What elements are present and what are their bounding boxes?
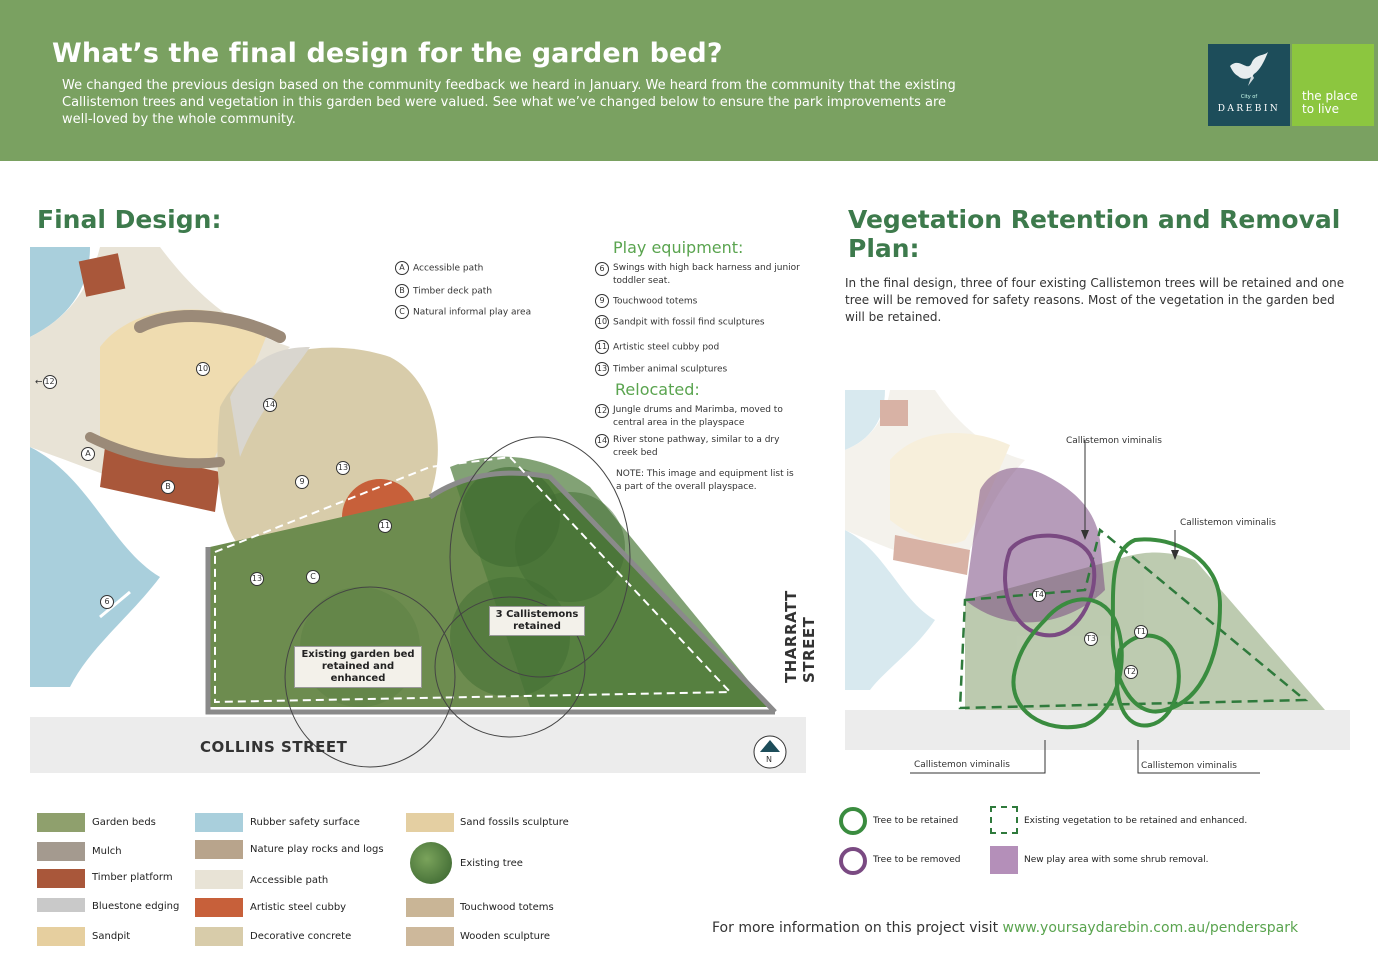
legend-accessible-path: Accessible path xyxy=(250,875,329,886)
swatch-accessible-path xyxy=(195,870,243,889)
logo-small-text: City of xyxy=(1240,94,1258,100)
footer-text: For more information on this project vis… xyxy=(712,920,999,936)
relocated-heading: Relocated: xyxy=(615,380,700,399)
swatch-timber-platform xyxy=(37,869,85,888)
key-existing-veg-swatch xyxy=(990,806,1018,834)
swatch-decorative-concrete xyxy=(195,927,243,946)
marker-9: 9 xyxy=(295,475,313,490)
marker-14: 14 xyxy=(263,398,281,413)
play-equipment-heading: Play equipment: xyxy=(613,238,744,257)
legend-existing-tree: Existing tree xyxy=(460,858,523,869)
existing-tree-icon xyxy=(410,842,452,884)
marker-10: 10 xyxy=(196,362,214,377)
darebin-logo: City of DAREBIN xyxy=(1208,44,1290,126)
vegetation-intro: In the final design, three of four exist… xyxy=(845,276,1345,324)
footer-info: For more information on this project vis… xyxy=(712,920,1298,936)
marker-13-lower: 13 xyxy=(250,572,268,587)
callout-callistemon-1: Callistemon viminalis xyxy=(1066,436,1162,446)
tree-T4: T4 xyxy=(1032,588,1050,603)
legend-sand-fossils: Sand fossils sculpture xyxy=(460,817,569,828)
callout-callistemon-3: Callistemon viminalis xyxy=(914,760,1010,770)
swatch-garden-beds xyxy=(37,813,85,832)
callout-callistemon-2: Callistemon viminalis xyxy=(1180,518,1276,528)
legend-cubby: Artistic steel cubby xyxy=(250,902,347,913)
tharratt-street-label: THARRATT STREET xyxy=(782,590,818,683)
swatch-bluestone xyxy=(37,898,85,912)
key-tree-retained: Tree to be retained xyxy=(873,816,959,826)
final-design-title: Final Design: xyxy=(37,205,222,234)
legend-wooden-sculpture: Wooden sculpture xyxy=(460,931,551,942)
plan-note: NOTE: This image and equipment list is a… xyxy=(616,469,794,492)
tree-T3: T3 xyxy=(1084,632,1102,647)
legend-bluestone: Bluestone edging xyxy=(92,901,180,912)
swatch-touchwood xyxy=(406,898,454,917)
bird-icon xyxy=(1230,52,1268,86)
swatch-rubber xyxy=(195,813,243,832)
marker-6: 6 xyxy=(100,595,118,610)
legend-nature-play: Nature play rocks and logs xyxy=(250,844,384,855)
legend-rubber: Rubber safety surface xyxy=(250,817,360,828)
swatch-sand-fossils xyxy=(406,813,454,832)
swatch-mulch xyxy=(37,842,85,861)
logo-name: DAREBIN xyxy=(1217,104,1281,114)
vegetation-plan xyxy=(845,390,1350,750)
callout-callistemon-4: Callistemon viminalis xyxy=(1141,761,1237,771)
marker-B: B xyxy=(161,480,179,495)
legend-sandpit: Sandpit xyxy=(92,931,131,942)
key-existing-veg: Existing vegetation to be retained and e… xyxy=(1024,816,1248,826)
tree-T1: T1 xyxy=(1134,625,1152,640)
swatch-nature-play xyxy=(195,840,243,859)
footer-url-link[interactable]: www.yoursaydarebin.com.au/penderspark xyxy=(1002,920,1299,936)
vegetation-plan-title: Vegetation Retention and Removal Plan: xyxy=(848,205,1341,263)
callout-leader-lines xyxy=(910,740,1260,774)
swatch-sandpit xyxy=(37,927,85,946)
header-intro: We changed the previous design based on … xyxy=(62,78,956,127)
callistemons-retained-tag: 3 Callistemons retained xyxy=(489,606,585,636)
page-title: What’s the final design for the garden b… xyxy=(52,38,723,69)
garden-bed-tag: Existing garden bed retained and enhance… xyxy=(294,646,422,688)
marker-11: 11 xyxy=(378,519,396,534)
legend-timber-platform: Timber platform xyxy=(92,872,173,883)
tree-T2: T2 xyxy=(1124,665,1142,680)
key-new-play-swatch xyxy=(990,846,1018,874)
header-banner: What’s the final design for the garden b… xyxy=(0,0,1378,161)
marker-12: ←12 xyxy=(35,375,57,389)
marker-13-upper: 13 xyxy=(336,461,354,476)
key-new-play: New play area with some shrub removal. xyxy=(1024,855,1209,865)
legend-garden-beds: Garden beds xyxy=(92,817,156,828)
legend-decorative-concrete: Decorative concrete xyxy=(250,931,352,942)
swatch-wooden-sculpture xyxy=(406,927,454,946)
swatch-cubby xyxy=(195,898,243,917)
legend-touchwood: Touchwood totems xyxy=(460,902,554,913)
collins-street-label: COLLINS STREET xyxy=(200,738,348,756)
legend-mulch: Mulch xyxy=(92,846,122,857)
marker-C: C xyxy=(306,570,324,585)
tree-key-icons xyxy=(839,807,867,875)
north-label: N xyxy=(766,755,772,764)
marker-A: A xyxy=(81,447,99,462)
key-tree-removed: Tree to be removed xyxy=(873,855,961,865)
